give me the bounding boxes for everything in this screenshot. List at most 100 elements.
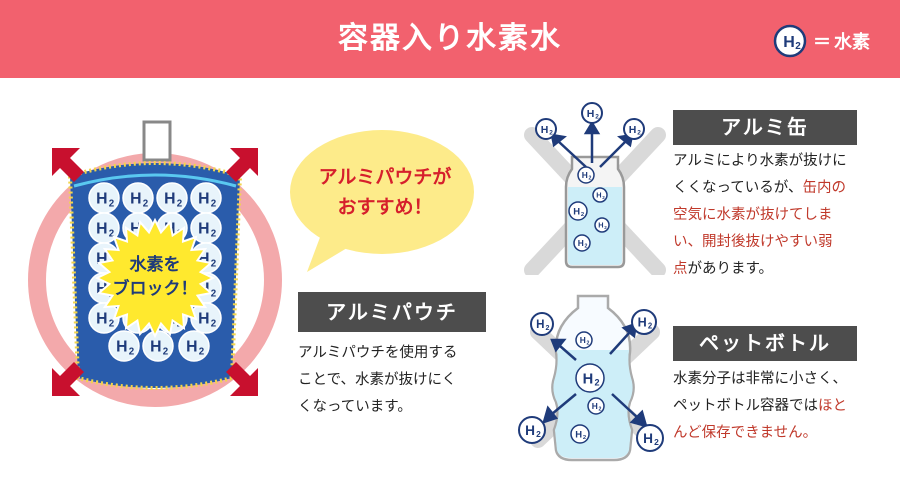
svg-text:H: H — [583, 371, 594, 387]
svg-text:H: H — [587, 108, 595, 120]
svg-text:H: H — [198, 311, 209, 328]
block-starburst — [94, 217, 216, 339]
legend-equals: ＝ — [813, 32, 831, 53]
block-text-line1: 水素を — [130, 254, 181, 274]
svg-text:2: 2 — [211, 318, 217, 329]
page-title: 容器入り水素水 — [338, 21, 562, 56]
svg-text:2: 2 — [143, 198, 149, 209]
svg-text:2: 2 — [585, 243, 588, 249]
svg-text:H: H — [164, 191, 175, 208]
pouch-spout — [142, 120, 172, 162]
svg-text:2: 2 — [546, 324, 550, 332]
svg-text:H: H — [150, 339, 161, 356]
svg-text:H: H — [536, 319, 544, 331]
svg-text:H: H — [638, 316, 647, 330]
aluminum-can-desc-line5: 点があります。 — [673, 261, 774, 277]
svg-text:H: H — [596, 191, 601, 200]
arrow-top-left — [52, 148, 84, 182]
aluminum-pouch-desc-line3: くなっています。 — [298, 399, 412, 415]
svg-text:H: H — [783, 34, 795, 51]
block-text-line2: ブロック！ — [113, 278, 198, 298]
svg-text:2: 2 — [199, 346, 205, 357]
h2-legend-icon: H 2 — [773, 24, 807, 58]
svg-text:2: 2 — [211, 288, 217, 299]
svg-text:2: 2 — [211, 228, 217, 239]
svg-text:H: H — [96, 311, 107, 328]
svg-text:2: 2 — [589, 175, 592, 181]
svg-text:2: 2 — [595, 114, 599, 121]
svg-text:2: 2 — [581, 212, 585, 218]
speech-bubble — [290, 130, 474, 272]
aluminum-can-desc-line3: 空気に水素が抜けてしま — [673, 207, 833, 223]
svg-text:2: 2 — [177, 198, 183, 209]
svg-text:2: 2 — [604, 225, 607, 230]
pet-bottle-label: ペットボトル — [673, 326, 857, 361]
pet-bottle-desc-line2: ペットボトル容器ではほと — [673, 398, 847, 414]
svg-text:H: H — [525, 423, 535, 438]
svg-text:H: H — [580, 335, 586, 345]
aluminum-can-label: アルミ缶 — [673, 110, 857, 145]
svg-text:2: 2 — [109, 198, 115, 209]
svg-text:H: H — [573, 206, 580, 217]
svg-text:H: H — [130, 191, 141, 208]
svg-text:H: H — [198, 221, 209, 238]
svg-text:2: 2 — [648, 322, 653, 331]
svg-text:2: 2 — [583, 435, 587, 441]
svg-text:2: 2 — [549, 130, 553, 137]
svg-text:2: 2 — [109, 318, 115, 329]
svg-text:2: 2 — [587, 340, 590, 346]
aluminum-can-desc-line1: アルミにより水素が抜けに — [673, 153, 847, 169]
svg-text:H: H — [643, 431, 653, 446]
aluminum-pouch-illustration: H2H2H2H2H2H2H2H2H2H2H2H2H2H2H2H2H2H2H2H2… — [28, 120, 282, 407]
aluminum-can-description: アルミにより水素が抜けに くくなっているが、缶内の 空気に水素が抜けてしま い、… — [673, 148, 873, 283]
legend-label: 水素 — [834, 32, 870, 53]
arrow-bottom-right — [226, 362, 258, 396]
svg-text:2: 2 — [637, 130, 641, 137]
svg-text:2: 2 — [211, 198, 217, 209]
svg-text:H: H — [198, 251, 209, 268]
h2-legend: H 2 ＝ 水素 — [773, 24, 870, 58]
svg-text:2: 2 — [795, 41, 801, 52]
aluminum-pouch-desc-line1: アルミパウチを使用する — [298, 345, 458, 361]
svg-text:H: H — [116, 339, 127, 356]
pet-bottle-desc-line3: んど保存できません。 — [673, 425, 818, 441]
bubble-line1: アルミパウチが — [318, 166, 452, 188]
aluminum-pouch-label: アルミパウチ — [298, 292, 486, 332]
svg-text:2: 2 — [129, 346, 135, 357]
svg-text:H: H — [96, 281, 107, 298]
svg-text:2: 2 — [536, 429, 541, 439]
bubble-line2: おすすめ！ — [337, 196, 433, 218]
svg-text:2: 2 — [109, 228, 115, 239]
aluminum-can-desc-line2: くくなっているが、缶内の — [673, 180, 846, 196]
svg-text:H: H — [186, 339, 197, 356]
svg-text:H: H — [96, 221, 107, 238]
svg-text:H: H — [541, 124, 549, 136]
